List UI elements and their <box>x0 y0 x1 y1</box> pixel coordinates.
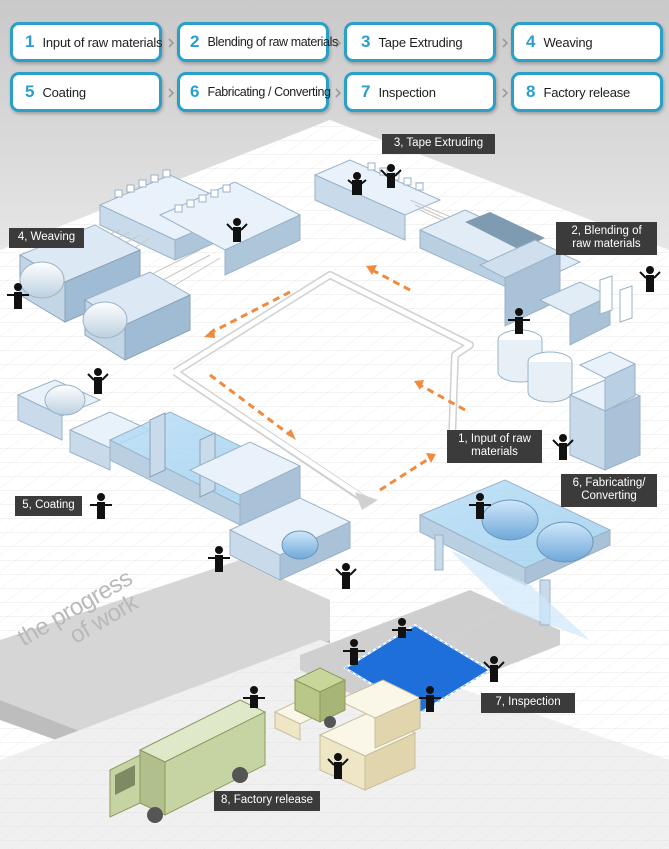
step-button-8[interactable]: 8 Factory release <box>511 72 663 112</box>
step-label: Coating <box>42 84 86 100</box>
weaving-machines <box>18 169 302 361</box>
label-weaving: 4, Weaving <box>9 228 84 248</box>
workers <box>7 164 661 779</box>
truck <box>109 699 267 823</box>
step-button-6[interactable]: 6 Fabricating / Converting <box>177 72 331 112</box>
step-label: Tape Extruding <box>378 34 463 50</box>
step-button-3[interactable]: 3 Tape Extruding <box>344 22 496 62</box>
chevron-right-icon <box>335 88 342 98</box>
step-button-1[interactable]: 1 Input of raw materials <box>10 22 163 62</box>
walkway-arrowhead <box>355 492 378 510</box>
tape-extruding-line <box>313 159 612 346</box>
coating-line <box>16 379 352 581</box>
step-number: 2 <box>190 32 200 51</box>
step-number: 7 <box>361 82 371 101</box>
step-label: Weaving <box>543 34 593 50</box>
forklift <box>293 667 347 728</box>
pallets <box>273 679 422 791</box>
label-fabricating: 6, Fabricating/Converting <box>561 474 657 507</box>
step-number: 3 <box>361 32 371 51</box>
step-label: Fabricating / Converting <box>207 85 331 99</box>
flow-arrows <box>209 268 466 492</box>
step-label: Blending of raw materials <box>207 35 338 49</box>
back-wall <box>0 0 669 250</box>
step-button-7[interactable]: 7 Inspection <box>344 72 496 112</box>
chevron-right-icon <box>168 38 175 48</box>
step-number: 5 <box>25 82 35 101</box>
step-label: Input of raw materials <box>42 34 163 50</box>
chevron-right-icon <box>502 88 509 98</box>
step-number: 8 <box>526 82 536 101</box>
chevron-right-icon <box>502 38 509 48</box>
fabricating-frame <box>418 479 612 640</box>
chevron-right-icon <box>168 88 175 98</box>
step-number: 6 <box>190 82 200 101</box>
step-button-5[interactable]: 5 Coating <box>10 72 162 112</box>
step-number: 4 <box>526 32 536 51</box>
label-factory-release: 8, Factory release <box>214 791 320 811</box>
step-label: Inspection <box>378 84 436 100</box>
floor-step-shadow <box>0 560 330 735</box>
chevron-right-icon <box>335 38 342 48</box>
fabricating-tower <box>568 351 642 471</box>
label-inspection: 7, Inspection <box>481 693 575 713</box>
label-coating: 5, Coating <box>15 496 82 516</box>
label-tape-extruding: 3, Tape Extruding <box>382 134 495 154</box>
step-number: 1 <box>25 32 35 51</box>
step-button-2[interactable]: 2 Blending of raw materials <box>177 22 338 62</box>
step-button-4[interactable]: 4 Weaving <box>511 22 663 62</box>
step-label: Factory release <box>543 84 631 100</box>
